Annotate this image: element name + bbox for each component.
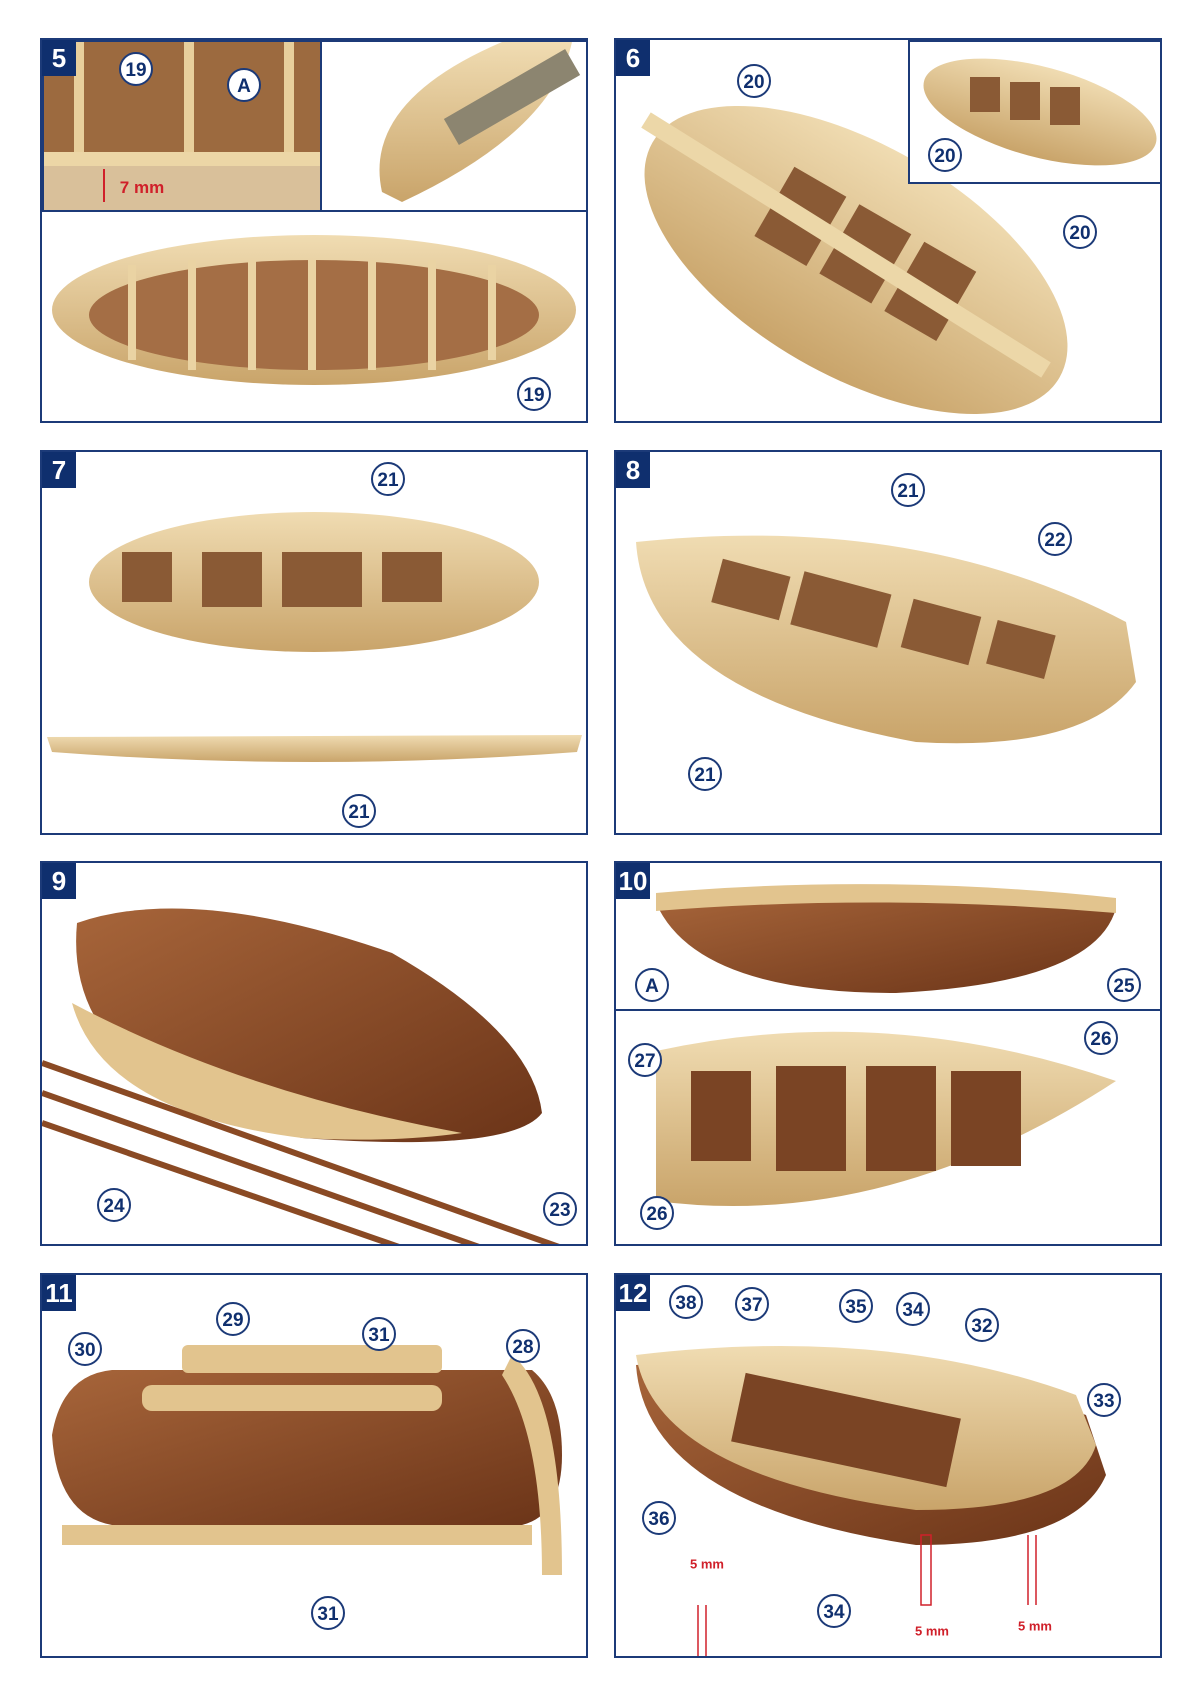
frame-hull-image [52, 235, 576, 385]
callout: A [227, 68, 261, 102]
callout: 20 [737, 64, 771, 98]
step-number: 11 [42, 1275, 76, 1311]
hull-top-gunwale-image [656, 1031, 1116, 1206]
callout: 30 [68, 1332, 102, 1366]
hull-bow-sanding-image [379, 42, 581, 202]
hull-side-rubbing-strake-image [656, 884, 1116, 993]
callout: A [635, 968, 669, 1002]
step-12-panel: 12 38 37 35 34 32 33 36 34 5 mm 5 mm 5 m… [614, 1273, 1162, 1658]
step-11-panel: 11 30 29 31 28 31 [40, 1273, 588, 1658]
callout: 37 [735, 1287, 769, 1321]
dimension-label: 5 mm [1018, 1618, 1052, 1634]
callout: 38 [669, 1285, 703, 1319]
callout: 21 [371, 462, 405, 496]
callout: 22 [1038, 522, 1072, 556]
step-number: 5 [42, 40, 76, 76]
hull-with-deck-image [641, 105, 1068, 415]
callout: 35 [839, 1289, 873, 1323]
step-6-panel: 6 20 20 20 [614, 38, 1162, 423]
deck-and-strip-image [47, 512, 582, 762]
step-number: 8 [616, 452, 650, 488]
callout: 25 [1107, 968, 1141, 1002]
step-number: 12 [616, 1275, 650, 1311]
callout: 36 [642, 1501, 676, 1535]
step-7-panel: 7 21 21 [40, 450, 588, 835]
callout: 26 [640, 1196, 674, 1230]
hull-side-planks-image [636, 535, 1136, 744]
step-5-panel: 5 19 A 7 mm 19 [40, 38, 588, 423]
callout: 21 [891, 473, 925, 507]
frames-closeup-image [44, 42, 320, 210]
planked-hull-image [42, 908, 560, 1244]
callout: 23 [543, 1192, 577, 1226]
callout: 19 [119, 52, 153, 86]
callout: 21 [342, 794, 376, 828]
callout: 32 [965, 1308, 999, 1342]
dimension-label: 7 mm [119, 178, 165, 197]
step-10-panel: 10 A 25 26 27 26 [614, 861, 1162, 1246]
callout: 26 [1084, 1021, 1118, 1055]
step-number: 10 [616, 863, 650, 899]
divider [616, 1009, 1160, 1011]
callout: 34 [817, 1594, 851, 1628]
step-9-panel: 9 24 23 [40, 861, 588, 1246]
dimension-label: 5 mm [915, 1623, 949, 1639]
detail-photo-frames [42, 40, 322, 212]
callout: 21 [688, 757, 722, 791]
callout: 24 [97, 1188, 131, 1222]
step-number: 6 [616, 40, 650, 76]
inset-photo [908, 40, 1160, 184]
step-number: 9 [42, 863, 76, 899]
callout: 29 [216, 1302, 250, 1336]
callout: 33 [1087, 1383, 1121, 1417]
callout: 31 [311, 1596, 345, 1630]
callout: 20 [1063, 215, 1097, 249]
callout: 19 [517, 377, 551, 411]
deck-inset-image [923, 58, 1157, 166]
callout: 27 [628, 1043, 662, 1077]
dimension-label: 5 mm [690, 1556, 724, 1572]
step-number: 7 [42, 452, 76, 488]
step-8-panel: 8 21 22 21 [614, 450, 1162, 835]
callout: 34 [896, 1292, 930, 1326]
callout: 31 [362, 1317, 396, 1351]
hull-bottom-keel-image [52, 1345, 562, 1575]
callout: 20 [928, 138, 962, 172]
detail-photo-sanding [320, 40, 586, 212]
callout: 28 [506, 1329, 540, 1363]
completed-interior-image [636, 1346, 1106, 1656]
